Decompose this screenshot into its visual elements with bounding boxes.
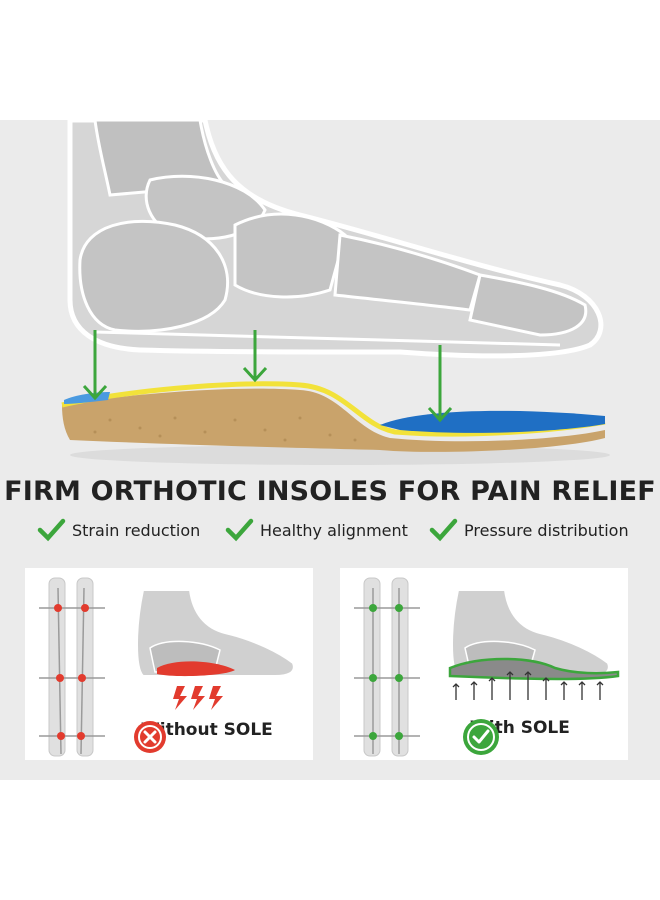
check-icon — [429, 518, 458, 542]
feature-item-strain: Strain reduction — [36, 514, 200, 546]
feature-list: Strain reduction Healthy alignment Press… — [0, 514, 660, 546]
without-caption: Without SOLE — [133, 720, 273, 753]
midfoot-bones — [233, 212, 347, 299]
pressure-arrows — [82, 330, 453, 423]
feature-label: Strain reduction — [72, 520, 201, 540]
pressure-hotspot — [157, 661, 235, 677]
check-circle-icon — [463, 719, 499, 755]
feature-label: Pressure distribution — [464, 520, 629, 540]
aligned-legs-illustration — [354, 577, 620, 757]
insole-cork — [62, 388, 605, 452]
insole-top-layer — [380, 410, 605, 433]
pain-bolts-icon — [173, 686, 223, 710]
without-label: Without SOLE — [141, 720, 273, 740]
check-icon — [225, 518, 254, 542]
misaligned-legs-illustration — [39, 577, 295, 757]
heel-bone — [78, 219, 230, 333]
toe-bones — [468, 273, 588, 337]
insole-support — [448, 657, 620, 681]
comparison-card-without: Without SOLE — [25, 568, 313, 760]
support-arrows — [452, 671, 604, 700]
comparison-card-with: With SOLE — [340, 568, 628, 760]
with-caption: With SOLE — [462, 718, 570, 755]
foot-insole-illustration — [61, 120, 610, 465]
page-title: FIRM ORTHOTIC INSOLES FOR PAIN RELIEF — [4, 476, 656, 507]
feature-item-alignment: Healthy alignment — [224, 514, 408, 546]
check-icon — [37, 518, 66, 542]
feature-label: Healthy alignment — [260, 520, 408, 540]
x-circle-icon — [134, 721, 166, 753]
feature-item-pressure: Pressure distribution — [428, 514, 629, 546]
